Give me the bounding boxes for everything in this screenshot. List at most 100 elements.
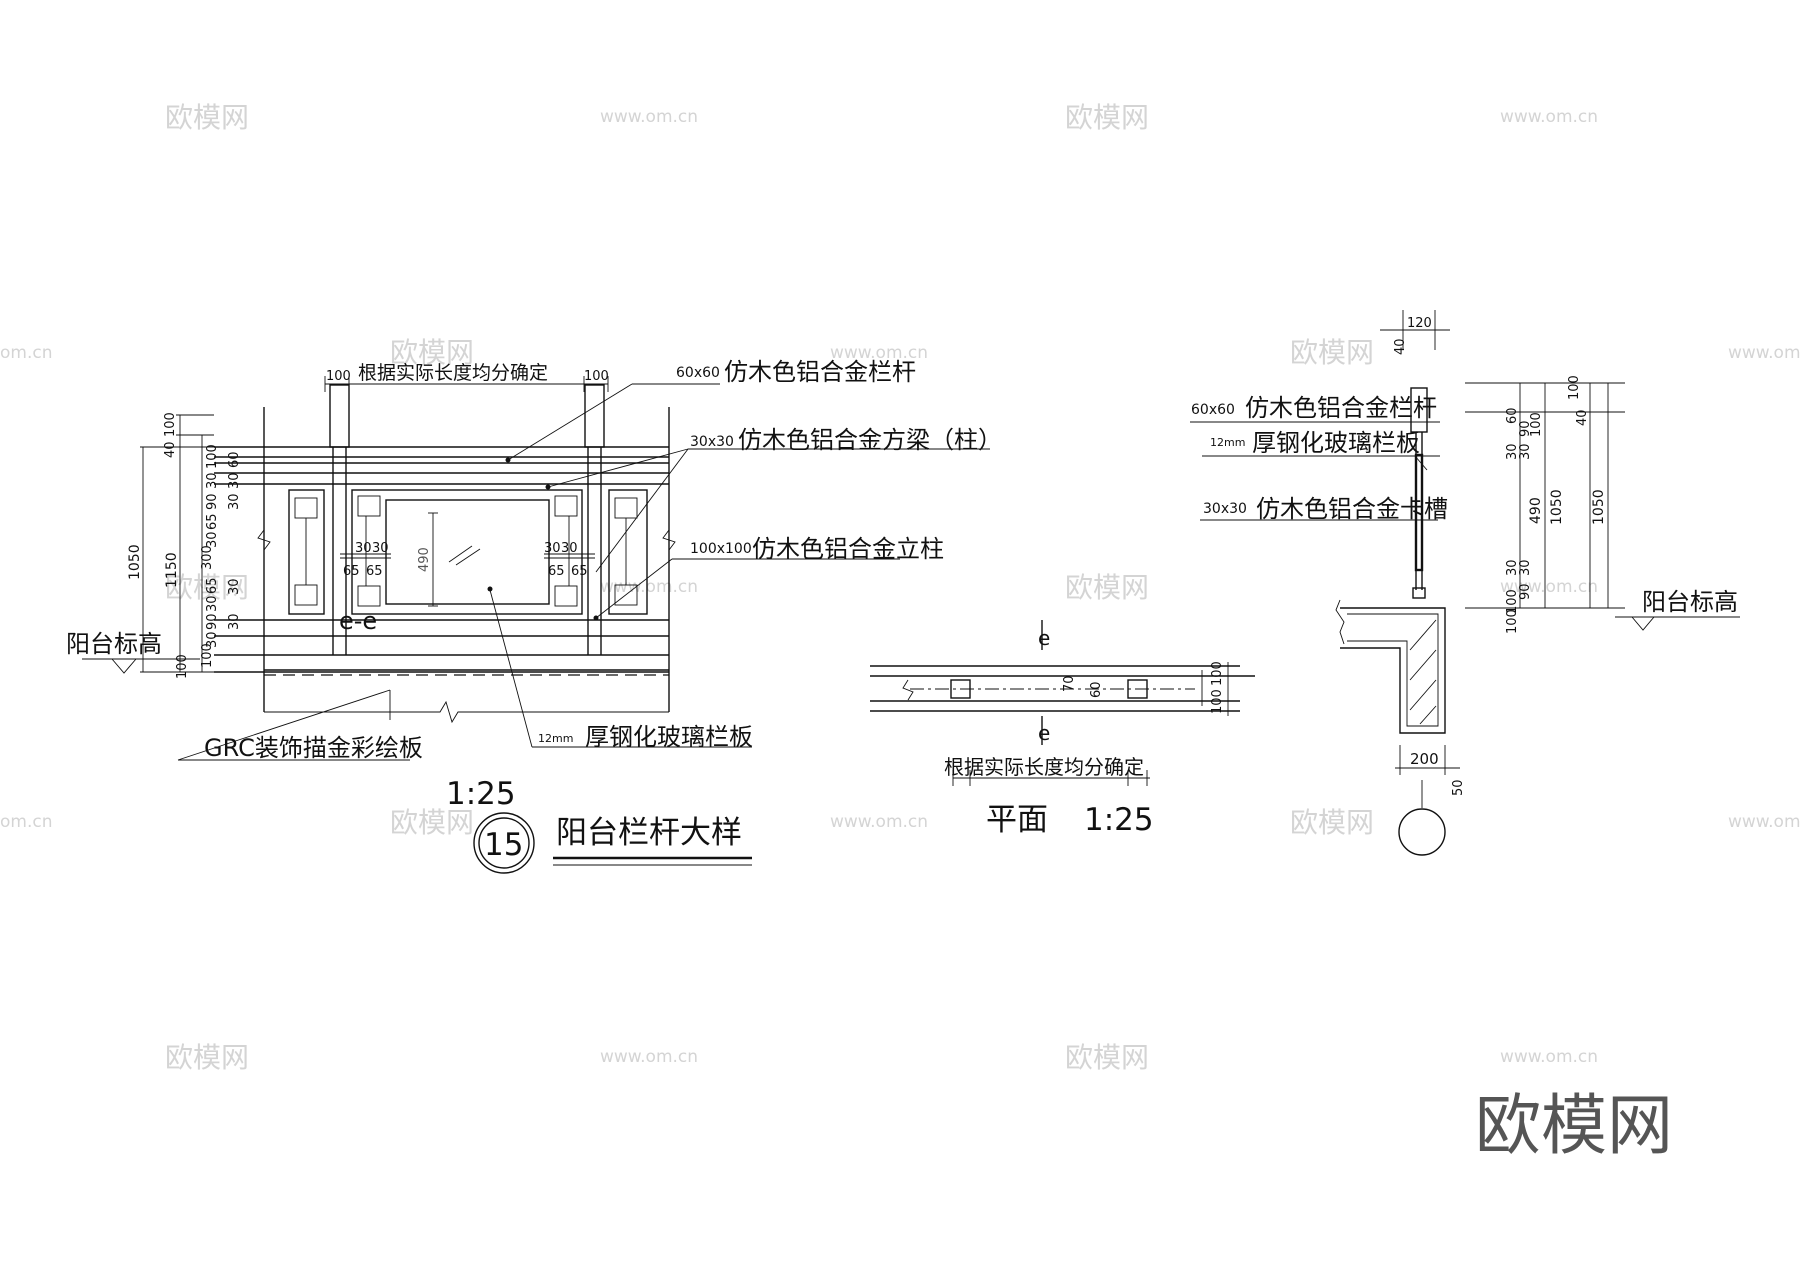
watermark-url: www.om.cn xyxy=(1500,1047,1598,1067)
break-mark xyxy=(662,529,676,551)
dim-value: 40 xyxy=(163,441,178,458)
dim-left-values: 40 100 60 30 30 100 90 65 30 30 300 30 3… xyxy=(127,412,242,679)
dim-value: 65 xyxy=(571,564,588,579)
dim-value: 90 xyxy=(1518,583,1533,600)
watermark-brand: 欧模网 xyxy=(1290,336,1374,369)
watermark-brand: 欧模网 xyxy=(165,1041,249,1074)
watermark-url: www.om.cn xyxy=(600,577,698,597)
elevation-title: 阳台栏杆大样 xyxy=(556,815,742,851)
section-beam xyxy=(1335,599,1446,734)
dim-value: 30 xyxy=(227,578,242,595)
section-glass xyxy=(1414,453,1424,572)
dim-value: 30 xyxy=(355,541,372,556)
label-balcony-level: 阳台标高 xyxy=(66,630,162,658)
dim-value: 65 xyxy=(548,564,565,579)
elevation-scale: 1:25 xyxy=(446,776,516,812)
plan-title: 平面 xyxy=(986,802,1048,838)
plan-span-label: 根据实际长度均分确定 xyxy=(944,755,1144,779)
dim-value: 30 xyxy=(1505,559,1520,576)
plan-drawing: e e 70 60 100 100 根据实际长度均分确定 平面 1:25 xyxy=(870,620,1255,838)
label-grc: GRC装饰描金彩绘板 xyxy=(204,734,423,762)
section-dim-50: 50 xyxy=(1451,779,1466,796)
level-mark-right: 阳台标高 xyxy=(1615,588,1740,631)
dim-value: 90 xyxy=(205,613,220,630)
dim-value: 1050 xyxy=(1591,489,1607,525)
dim-value: 30 xyxy=(205,631,220,648)
label-rail-size: 60x60 xyxy=(676,365,720,381)
watermark-brand: 欧模网 xyxy=(1290,806,1374,839)
watermark-brand: 欧模网 xyxy=(1065,571,1149,604)
dim-value: 100 xyxy=(163,412,178,437)
dim-value: 100 xyxy=(326,369,351,384)
dim-value: 65 xyxy=(343,564,360,579)
dim-value: 60 xyxy=(227,451,242,468)
dim-value: 490 xyxy=(1528,497,1544,524)
plan-scale: 1:25 xyxy=(1084,802,1154,838)
break-mark xyxy=(257,529,271,551)
watermark-logo: 欧模网 xyxy=(1475,1087,1673,1164)
dim-value: 100 xyxy=(1505,589,1520,614)
watermark-brand: 欧模网 xyxy=(390,806,474,839)
watermark-url: www.om.cn xyxy=(830,812,928,832)
fret-panel-left xyxy=(288,489,325,615)
dim-value: 100 xyxy=(584,369,609,384)
detail-badge-circle xyxy=(473,812,535,874)
dim-value: 30 xyxy=(1518,443,1533,460)
section-rail xyxy=(1410,387,1428,433)
dim-overall-1150: 1150 xyxy=(164,552,180,588)
dim-span-label: 根据实际长度均分确定 xyxy=(358,362,548,384)
dim-value: 100 xyxy=(1210,689,1225,714)
watermark-url: www.om.cn xyxy=(1728,812,1800,832)
dim-top: 100 100 根据实际长度均分确定 xyxy=(324,362,609,392)
section-drawing: 120 40 200 50 60x60 仿木色铝合金栏 xyxy=(1190,310,1740,856)
watermark-url: www.om.cn xyxy=(1500,577,1598,597)
dim-value: 65 xyxy=(205,513,220,530)
dim-value: 30 xyxy=(227,493,242,510)
watermark-brand: 欧模网 xyxy=(1065,1041,1149,1074)
dim-value: 40 xyxy=(1575,409,1590,426)
dim-value: 60 xyxy=(1505,407,1520,424)
section-label-glass: 厚钢化玻璃栏板 xyxy=(1252,429,1420,457)
label-beam: 仿木色铝合金方梁（柱） xyxy=(738,426,1002,454)
fret-panel-center xyxy=(351,489,583,615)
watermark-url: www.om.cn xyxy=(1500,107,1598,127)
cut-label: e xyxy=(1038,721,1050,745)
fret-panel-right xyxy=(608,489,648,615)
dim-value: 100 xyxy=(1529,412,1544,437)
section-label-slot-size: 30x30 xyxy=(1203,501,1247,517)
post-right xyxy=(584,384,605,655)
dim-value: 90 xyxy=(205,493,220,510)
label-post-size: 100x100 xyxy=(690,541,752,557)
break-line-bottom xyxy=(264,700,669,724)
section-dim-40: 40 xyxy=(1393,338,1408,355)
watermark-brand: 欧模网 xyxy=(390,336,474,369)
elevation-drawing: 100 100 根据实际长度均分确定 40 100 60 30 30 100 9… xyxy=(66,358,1002,874)
watermark-url: om.cn xyxy=(0,812,53,832)
label-post: 仿木色铝合金立柱 xyxy=(752,535,944,563)
dim-value: 300 xyxy=(200,545,215,570)
section-dim-120: 120 xyxy=(1407,316,1432,331)
label-glass-size: 12mm xyxy=(538,732,573,745)
level-mark-left: 阳台标高 xyxy=(66,630,200,674)
dim-value: 100 xyxy=(1210,661,1225,686)
leaders xyxy=(177,383,990,761)
dim-value: 70 xyxy=(1062,675,1077,692)
watermark-brand: 欧模网 xyxy=(1065,101,1149,134)
watermark-url: www.om.cn xyxy=(600,107,698,127)
dim-value: 100 xyxy=(205,444,220,469)
dim-value: 30 xyxy=(1518,559,1533,576)
dim-value: 30 xyxy=(1505,443,1520,460)
watermark-url: www.om.cn xyxy=(600,1047,698,1067)
dim-value: 100 xyxy=(200,643,215,668)
section-label-slot: 仿木色铝合金卡槽 xyxy=(1256,495,1448,523)
watermark-brand: 欧模网 xyxy=(165,571,249,604)
post-left xyxy=(329,384,350,655)
dim-left-chain xyxy=(140,414,214,673)
watermark-url: om.cn xyxy=(0,343,53,363)
label-glass: 厚钢化玻璃栏板 xyxy=(585,723,753,751)
dim-value: 30 xyxy=(561,541,578,556)
watermark-url: www.om.cn xyxy=(1728,343,1800,363)
watermark-layer: 欧模网 www.om.cn 欧模网 www.om.cn om.cn 欧模网 ww… xyxy=(0,101,1800,1164)
rails xyxy=(214,446,669,673)
